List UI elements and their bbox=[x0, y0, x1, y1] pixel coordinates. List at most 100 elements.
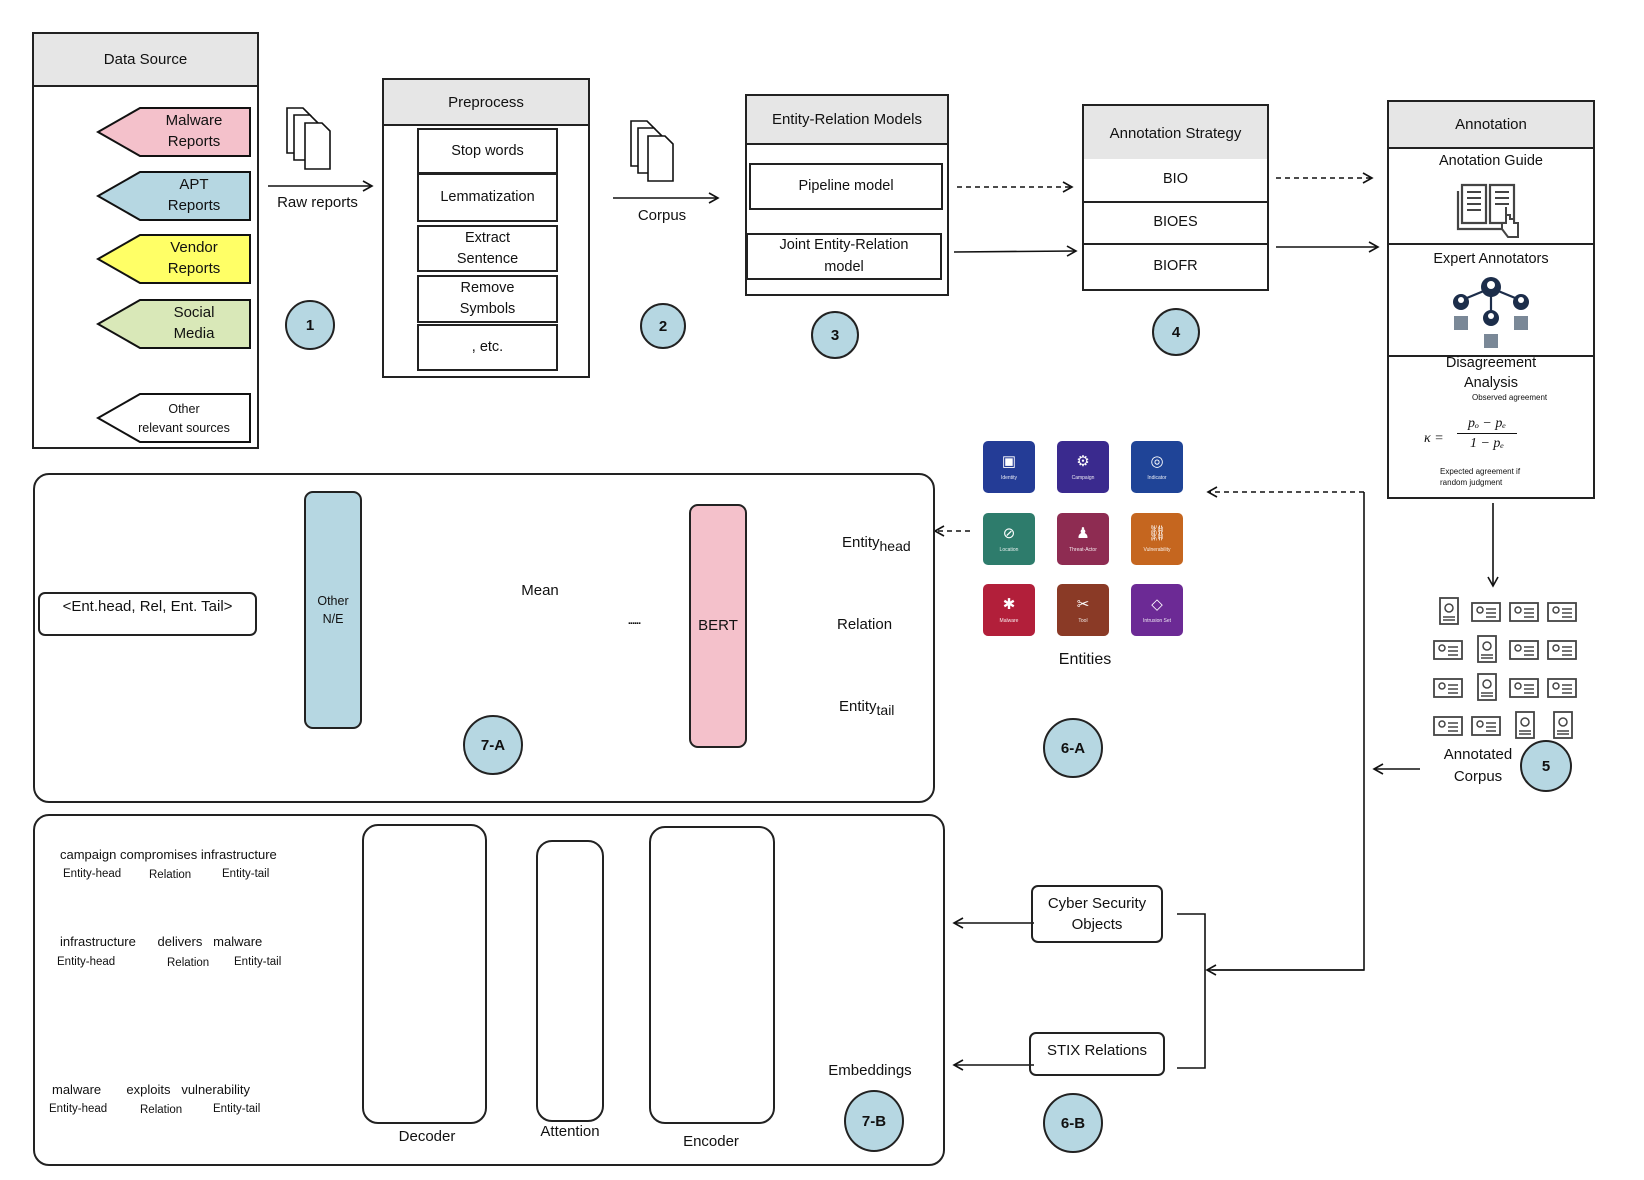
source-tag-shape bbox=[96, 393, 251, 443]
expected-line2: random judgment bbox=[1440, 478, 1503, 487]
example-head-tag: Entity-head bbox=[49, 1103, 108, 1115]
entity-tile-label: Identity bbox=[1000, 474, 1018, 481]
preprocess-step[interactable]: Lemmatization bbox=[417, 173, 558, 222]
id-card-icon bbox=[1477, 673, 1497, 701]
attention-box bbox=[536, 840, 604, 1122]
entity-tile-location[interactable]: ⊘Location bbox=[983, 513, 1035, 565]
id-card-icon bbox=[1515, 711, 1535, 739]
decoder-label: Decoder bbox=[398, 1128, 456, 1145]
entities-label: Entities bbox=[1058, 651, 1112, 668]
preprocess-step[interactable]: Extract Sentence bbox=[417, 225, 558, 272]
example-tail-tag: Entity-tail bbox=[213, 1103, 261, 1115]
source-tag-line1: Other bbox=[168, 402, 200, 416]
raw-reports-docs-icon bbox=[286, 107, 331, 170]
strategy-bio[interactable]: BIO bbox=[1082, 159, 1269, 203]
entity-tile-campaign[interactable]: ⚙Campaign bbox=[1057, 441, 1109, 493]
bert-block: BERT bbox=[689, 504, 747, 748]
example-sentence: infrastructure delivers malware bbox=[60, 934, 263, 949]
entity-tile-malware[interactable]: ✱ Malware bbox=[983, 584, 1035, 636]
entity-tile-indicator[interactable]: ◎Indicator bbox=[1131, 441, 1183, 493]
annotated-corpus-icons bbox=[1433, 597, 1577, 739]
data-source-title: Data Source bbox=[34, 34, 257, 87]
example-relation-tag: Relation bbox=[149, 869, 192, 881]
strategy-bioes[interactable]: BIOES bbox=[1082, 201, 1269, 245]
source-tag-shape bbox=[96, 234, 251, 284]
example-head-tag: Entity-head bbox=[57, 956, 116, 968]
id-card-icon bbox=[1433, 716, 1463, 736]
entity-tile-label: Intrusion Set bbox=[1142, 617, 1172, 624]
id-card-icon bbox=[1509, 678, 1539, 698]
entity-head-sub: head bbox=[879, 538, 911, 554]
step-badge-3: 3 bbox=[811, 311, 859, 359]
source-tag-line1: Social bbox=[173, 304, 215, 321]
preprocess-step[interactable]: Remove Symbols bbox=[417, 275, 558, 323]
step-badge-7a: 7-A bbox=[463, 715, 523, 775]
id-card-icon bbox=[1547, 678, 1577, 698]
entity-tile-label: Campaign bbox=[1071, 474, 1095, 481]
pipeline-model-label: Pipeline model bbox=[798, 177, 894, 194]
annotation-strategy-title: Annotation Strategy bbox=[1084, 106, 1267, 163]
entity-tile-intrusion-set[interactable]: ◇ Intrusion Set bbox=[1131, 584, 1183, 636]
annotated-corpus-line1: Annotated bbox=[1443, 746, 1513, 763]
entity-tile-identity[interactable]: ▣ Identity bbox=[983, 441, 1035, 493]
diamond-nodes-icon: ◇ bbox=[1151, 595, 1163, 613]
step-badge-6b: 6-B bbox=[1043, 1093, 1103, 1153]
step-badge-2: 2 bbox=[640, 303, 686, 349]
entity-tile-tool[interactable]: ✂Tool bbox=[1057, 584, 1109, 636]
formula-numerator: pₒ − pₑ bbox=[1457, 415, 1517, 435]
joint-model-box[interactable]: Joint Entity-Relation model bbox=[746, 233, 942, 280]
embeddings-label: Embeddings bbox=[828, 1062, 912, 1079]
cso-line1: Cyber Security bbox=[1047, 895, 1147, 912]
preprocess-step[interactable]: , etc. bbox=[417, 324, 558, 371]
entity-tile-threat-actor[interactable]: ♟Threat-Actor bbox=[1057, 513, 1109, 565]
relation-label: Relation bbox=[837, 616, 893, 633]
triple-output-box: <Ent.head, Rel, Ent. Tail> bbox=[38, 592, 257, 636]
source-tag-shape bbox=[96, 107, 251, 157]
id-card-icon bbox=[1509, 602, 1539, 622]
source-tag-line2: Reports bbox=[167, 133, 221, 150]
kappa-formula: Observed agreement κ = pₒ − pₑ 1 − pₑ Ex… bbox=[1424, 393, 1560, 491]
entity-tile-label: Indicator bbox=[1147, 474, 1167, 481]
entity-tile-label: Tool bbox=[1078, 617, 1088, 624]
example-relation-tag: Relation bbox=[140, 1104, 183, 1116]
corpus-docs-icon bbox=[630, 120, 674, 182]
er-models-title: Entity-Relation Models bbox=[747, 96, 947, 145]
source-tag-line2: relevant sources bbox=[138, 421, 230, 435]
source-tag-line1: APT bbox=[179, 176, 209, 193]
attention-label: Attention bbox=[540, 1123, 600, 1140]
source-tag-label: Other relevant sources bbox=[116, 400, 252, 438]
bug-icon: ✱ bbox=[1002, 595, 1016, 613]
stix-relations-box[interactable]: STIX Relations bbox=[1029, 1032, 1165, 1076]
strategy-bioes-label: BIOES bbox=[1153, 214, 1198, 231]
threat-actor-icon: ♟ bbox=[1076, 524, 1090, 542]
annotation-title: Annotation bbox=[1389, 102, 1593, 149]
classifier-line1: Other bbox=[317, 594, 349, 608]
example-relation-tag: Relation bbox=[167, 957, 210, 969]
source-tag: Other relevant sources bbox=[96, 392, 252, 444]
preprocess-step[interactable]: Stop words bbox=[417, 128, 558, 174]
entity-tile-label: Malware bbox=[999, 617, 1019, 624]
id-card-icon bbox=[1477, 635, 1497, 663]
strategy-bio-label: BIO bbox=[1163, 171, 1188, 188]
example-tail-tag: Entity-tail bbox=[222, 868, 270, 880]
encoder-box bbox=[649, 826, 775, 1124]
source-tag-line2: Reports bbox=[167, 260, 221, 277]
expert-annotators-label: Expert Annotators bbox=[1433, 251, 1549, 267]
source-tag-shape bbox=[96, 299, 251, 349]
id-card-icon: ▣ bbox=[1001, 452, 1017, 470]
classifier-line2: N/E bbox=[322, 612, 344, 626]
id-card-icon bbox=[1439, 597, 1459, 625]
example-tail-tag: Entity-tail bbox=[234, 956, 282, 968]
raw-reports-label: Raw reports bbox=[277, 194, 358, 211]
pipeline-model-box[interactable]: Pipeline model bbox=[749, 163, 943, 210]
strategy-biofr[interactable]: BIOFR bbox=[1082, 243, 1269, 291]
entity-tile-vulnerability[interactable]: ⛓Vulnerability bbox=[1131, 513, 1183, 565]
step-badge-5: 5 bbox=[1520, 740, 1572, 792]
